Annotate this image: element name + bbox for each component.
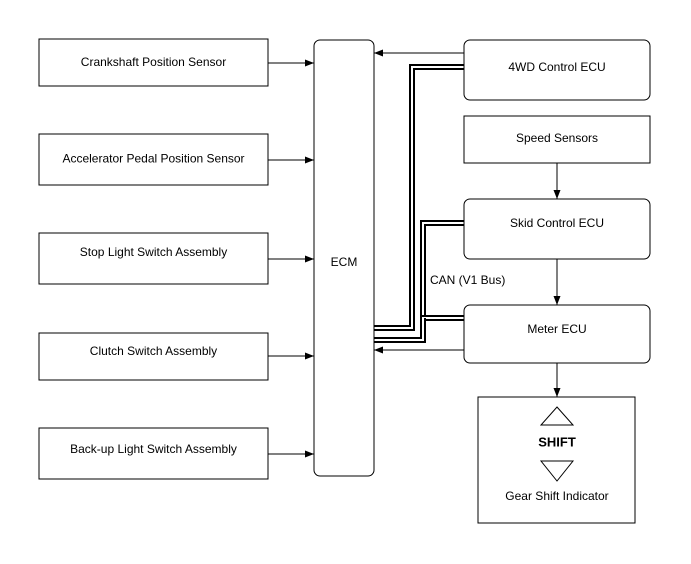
input-stop-light-switch: Stop Light Switch Assembly bbox=[38, 232, 269, 285]
input-arrows bbox=[268, 59, 314, 458]
gear-shift-indicator: SHIFT Gear Shift Indicator bbox=[477, 396, 636, 524]
fourwd-control-ecu: 4WD Control ECU bbox=[463, 39, 651, 101]
can-bus-lines bbox=[374, 64, 464, 343]
input-crankshaft-label: Crankshaft Position Sensor bbox=[81, 55, 226, 69]
speed-sensors: Speed Sensors bbox=[463, 115, 651, 164]
input-backup-light-switch: Back-up Light Switch Assembly bbox=[38, 427, 269, 480]
input-clutch-label: Clutch Switch Assembly bbox=[90, 344, 217, 358]
skid-control-ecu: Skid Control ECU bbox=[463, 198, 651, 260]
input-stop-light-label: Stop Light Switch Assembly bbox=[80, 245, 227, 259]
input-accelerator-sensor: Accelerator Pedal Position Sensor bbox=[38, 133, 269, 186]
fourwd-ecu-label: 4WD Control ECU bbox=[508, 60, 605, 74]
speed-sensors-label: Speed Sensors bbox=[516, 131, 598, 145]
ecm-block: ECM bbox=[313, 39, 375, 477]
input-crankshaft-sensor: Crankshaft Position Sensor bbox=[38, 38, 269, 87]
input-accelerator-label: Accelerator Pedal Position Sensor bbox=[62, 152, 244, 166]
skid-ecu-label: Skid Control ECU bbox=[510, 216, 604, 230]
input-clutch-switch: Clutch Switch Assembly bbox=[38, 332, 269, 381]
ecm-label: ECM bbox=[331, 255, 358, 269]
shift-up-triangle-icon bbox=[539, 406, 575, 426]
can-bus-label: CAN (V1 Bus) bbox=[430, 273, 505, 287]
meter-ecu: Meter ECU bbox=[463, 304, 651, 364]
shift-down-triangle-icon bbox=[539, 460, 575, 482]
shift-text: SHIFT bbox=[538, 434, 576, 449]
meter-ecu-label: Meter ECU bbox=[527, 322, 586, 336]
input-backup-light-label: Back-up Light Switch Assembly bbox=[70, 442, 237, 456]
gear-shift-indicator-label: Gear Shift Indicator bbox=[505, 489, 608, 503]
